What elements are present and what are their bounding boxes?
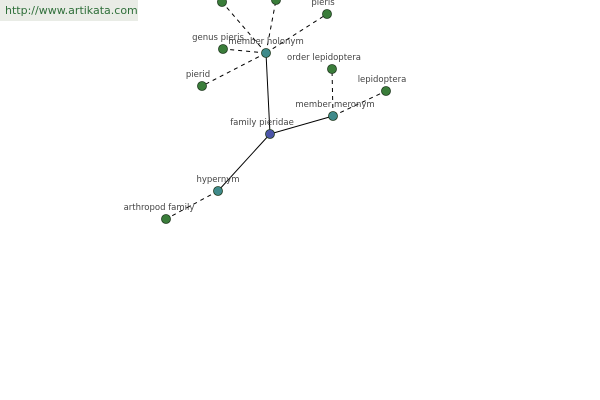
site-watermark[interactable]: http://www.artikata.com [0,0,138,21]
node-dot-arthropod-family[interactable] [161,214,171,224]
node-family-pieridae[interactable]: family pieridae [230,118,294,139]
graph-edges [165,0,387,220]
edge-member-holonym-to-genus-pieris [222,48,267,54]
node-label-hypernym: hypernym [196,175,239,185]
node-label-order-lepidoptera: order lepidoptera [287,53,361,63]
edge-family-pieridae-to-hypernym [217,133,271,192]
node-label-pierid: pierid [186,70,210,80]
node-arthropod-family[interactable]: arthropod family [124,203,195,224]
node-dot-member-meronym[interactable] [328,111,338,121]
node-member-holonym[interactable]: member holonym [228,37,304,58]
node-pieris[interactable]: pieris [311,0,335,19]
node-label-family-pieridae: family pieridae [230,118,294,128]
node-label-genus-pieris: genus pieris [192,33,244,43]
edge-family-pieridae-to-member-holonym [265,52,271,135]
node-label-member-holonym: member holonym [228,37,303,47]
node-dot-member-holonym[interactable] [261,48,271,58]
node-hypernym[interactable]: hypernym [196,175,240,196]
edge-member-holonym-to-top-left-leaf [221,1,267,54]
node-label-member-meronym: member meronym [295,100,374,110]
node-dot-top-mid-leaf[interactable] [271,0,281,5]
node-lepidoptera[interactable]: lepidoptera [358,75,407,96]
node-dot-lepidoptera[interactable] [381,86,391,96]
node-top-left-leaf[interactable] [217,0,227,7]
node-dot-family-pieridae[interactable] [265,129,275,139]
node-dot-hypernym[interactable] [213,186,223,196]
node-member-meronym[interactable]: member meronym [295,100,375,121]
node-dot-order-lepidoptera[interactable] [327,64,337,74]
node-dot-top-left-leaf[interactable] [217,0,227,7]
node-dot-pieris[interactable] [322,9,332,19]
node-genus-pieris[interactable]: genus pieris [192,33,244,54]
node-label-pieris: pieris [311,0,335,8]
node-pierid[interactable]: pierid [186,70,210,91]
edge-member-holonym-to-pieris [265,13,328,54]
node-dot-pierid[interactable] [197,81,207,91]
node-dot-genus-pieris[interactable] [218,44,228,54]
node-label-arthropod-family: arthropod family [124,203,195,213]
node-label-lepidoptera: lepidoptera [358,75,407,85]
edge-member-holonym-to-pierid [201,52,267,87]
node-order-lepidoptera[interactable]: order lepidoptera [287,53,361,74]
edge-member-holonym-to-top-mid-leaf [265,0,277,54]
node-top-mid-leaf[interactable] [271,0,281,5]
edge-member-meronym-to-lepidoptera [332,90,387,117]
edge-hypernym-to-arthropod-family [165,190,219,220]
edge-family-pieridae-to-member-meronym [269,115,334,135]
